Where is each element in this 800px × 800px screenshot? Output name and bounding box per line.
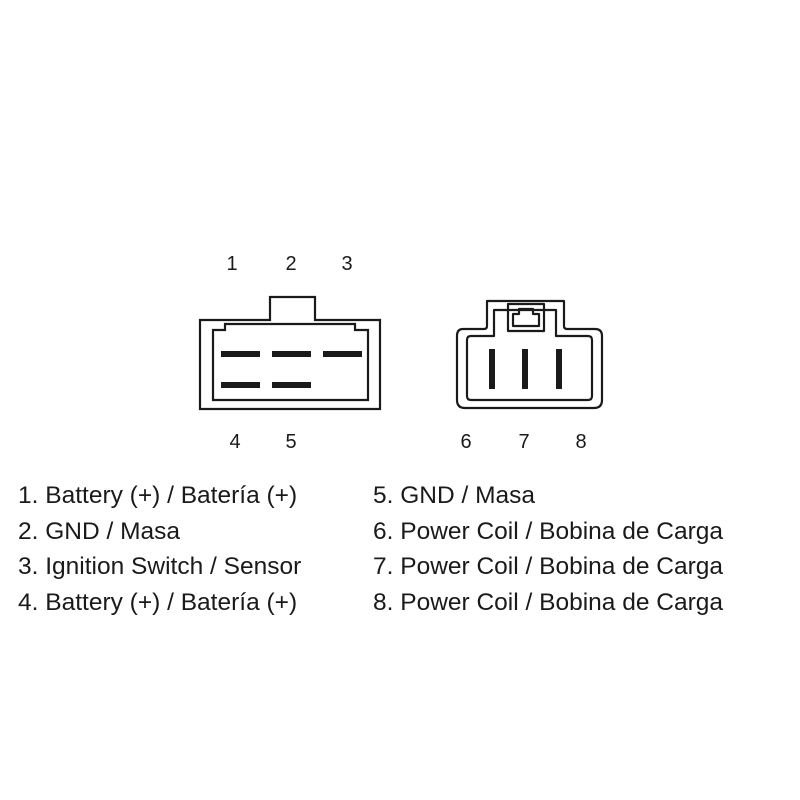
terminal-8	[556, 349, 562, 389]
terminal-2	[272, 351, 311, 357]
connector-b-pin-labels: 6 7 8	[460, 431, 586, 453]
legend-item-7: 7. Power Coil / Bobina de Carga	[373, 553, 723, 580]
pin-label-2: 2	[285, 253, 296, 275]
pin-label-5: 5	[285, 431, 296, 453]
legend-item-4: 4. Battery (+) / Batería (+)	[18, 588, 298, 616]
legend-item-6: 6. Power Coil / Bobina de Carga	[373, 517, 723, 545]
pin-label-4: 4	[229, 431, 240, 453]
pin-label-6: 6	[460, 431, 471, 453]
pin-label-7: 7	[518, 431, 529, 453]
connector-b	[455, 299, 604, 410]
pin-label-1: 1	[226, 253, 237, 275]
terminal-5	[272, 382, 311, 388]
connector-a-pin-labels: 1 2 3 4 5	[226, 253, 352, 453]
legend-item-2: 2. GND / Masa	[18, 517, 181, 545]
connector-a-inner-outline	[211, 322, 370, 402]
legend-item-1: 1. Battery (+) / Batería (+)	[18, 482, 298, 509]
connector-b-latch-inner	[511, 307, 541, 328]
connector-a	[198, 295, 382, 411]
legend-right-column: 5. GND / Masa 6. Power Coil / Bobina de …	[373, 478, 723, 620]
connector-b-housing	[455, 299, 604, 410]
terminal-6	[489, 349, 495, 389]
terminal-3	[323, 351, 362, 357]
pin-label-8: 8	[575, 431, 586, 453]
terminal-1	[221, 351, 260, 357]
legend-left-column: 1. Battery (+) / Batería (+) 2. GND / Ma…	[18, 478, 301, 620]
connector-b-terminals	[489, 349, 562, 389]
legend-item-3: 3. Ignition Switch / Sensor	[18, 553, 302, 580]
pin-label-3: 3	[341, 253, 352, 275]
connector-a-terminals	[221, 351, 362, 388]
connector-b-inner-outline	[465, 308, 594, 402]
legend-item-8: 8. Power Coil / Bobina de Carga	[373, 588, 723, 616]
legend-item-5: 5. GND / Masa	[373, 482, 536, 509]
terminal-4	[221, 382, 260, 388]
connector-b-latch	[506, 302, 546, 333]
connector-a-housing	[198, 295, 382, 411]
terminal-7	[522, 349, 528, 389]
